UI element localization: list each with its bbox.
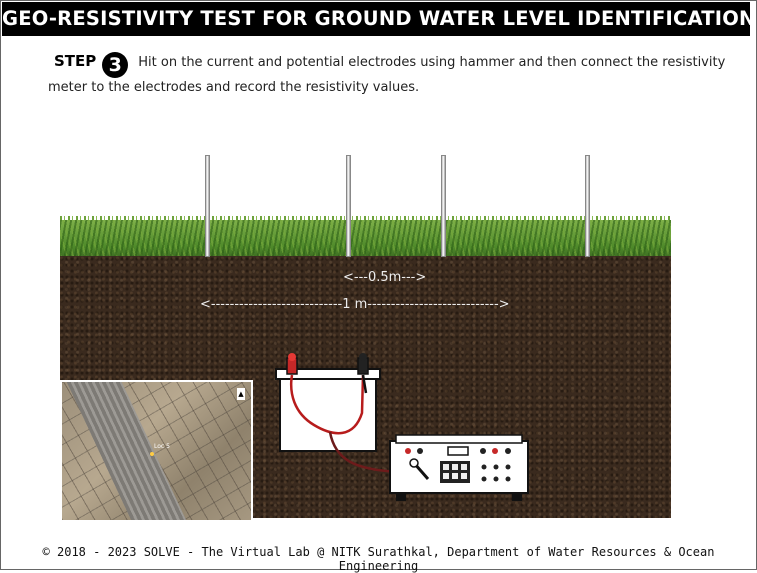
distance-label-one-meter: <----------------------------1 m--------… xyxy=(200,297,510,312)
step-instruction-text: Hit on the current and potential electro… xyxy=(48,55,726,95)
current-electrode-left[interactable] xyxy=(205,155,210,257)
step-number-badge: 3 xyxy=(102,52,129,78)
potential-electrode-left[interactable] xyxy=(346,155,351,257)
footer-copyright: © 2018 - 2023 SOLVE - The Virtual Lab @ … xyxy=(42,545,715,573)
location-map-thumbnail[interactable]: ▲ Loc 5 xyxy=(60,380,253,522)
distance-label-half-meter: <---0.5m---> xyxy=(343,270,427,285)
page-title: GEO-RESISTIVITY TEST FOR GROUND WATER LE… xyxy=(2,2,750,36)
map-location-label: Loc 5 xyxy=(154,443,170,450)
battery-icon[interactable] xyxy=(274,353,384,458)
resistivity-meter[interactable] xyxy=(388,433,533,503)
potential-electrode-right[interactable] xyxy=(441,155,446,257)
meter-wire xyxy=(328,431,401,474)
north-arrow-icon: ▲ xyxy=(237,388,245,400)
grass-layer xyxy=(60,220,671,258)
step-label: STEP xyxy=(54,52,97,70)
location-marker-icon xyxy=(150,452,154,456)
current-electrode-right[interactable] xyxy=(585,155,590,257)
sky-background xyxy=(60,120,671,235)
map-road xyxy=(62,382,201,520)
